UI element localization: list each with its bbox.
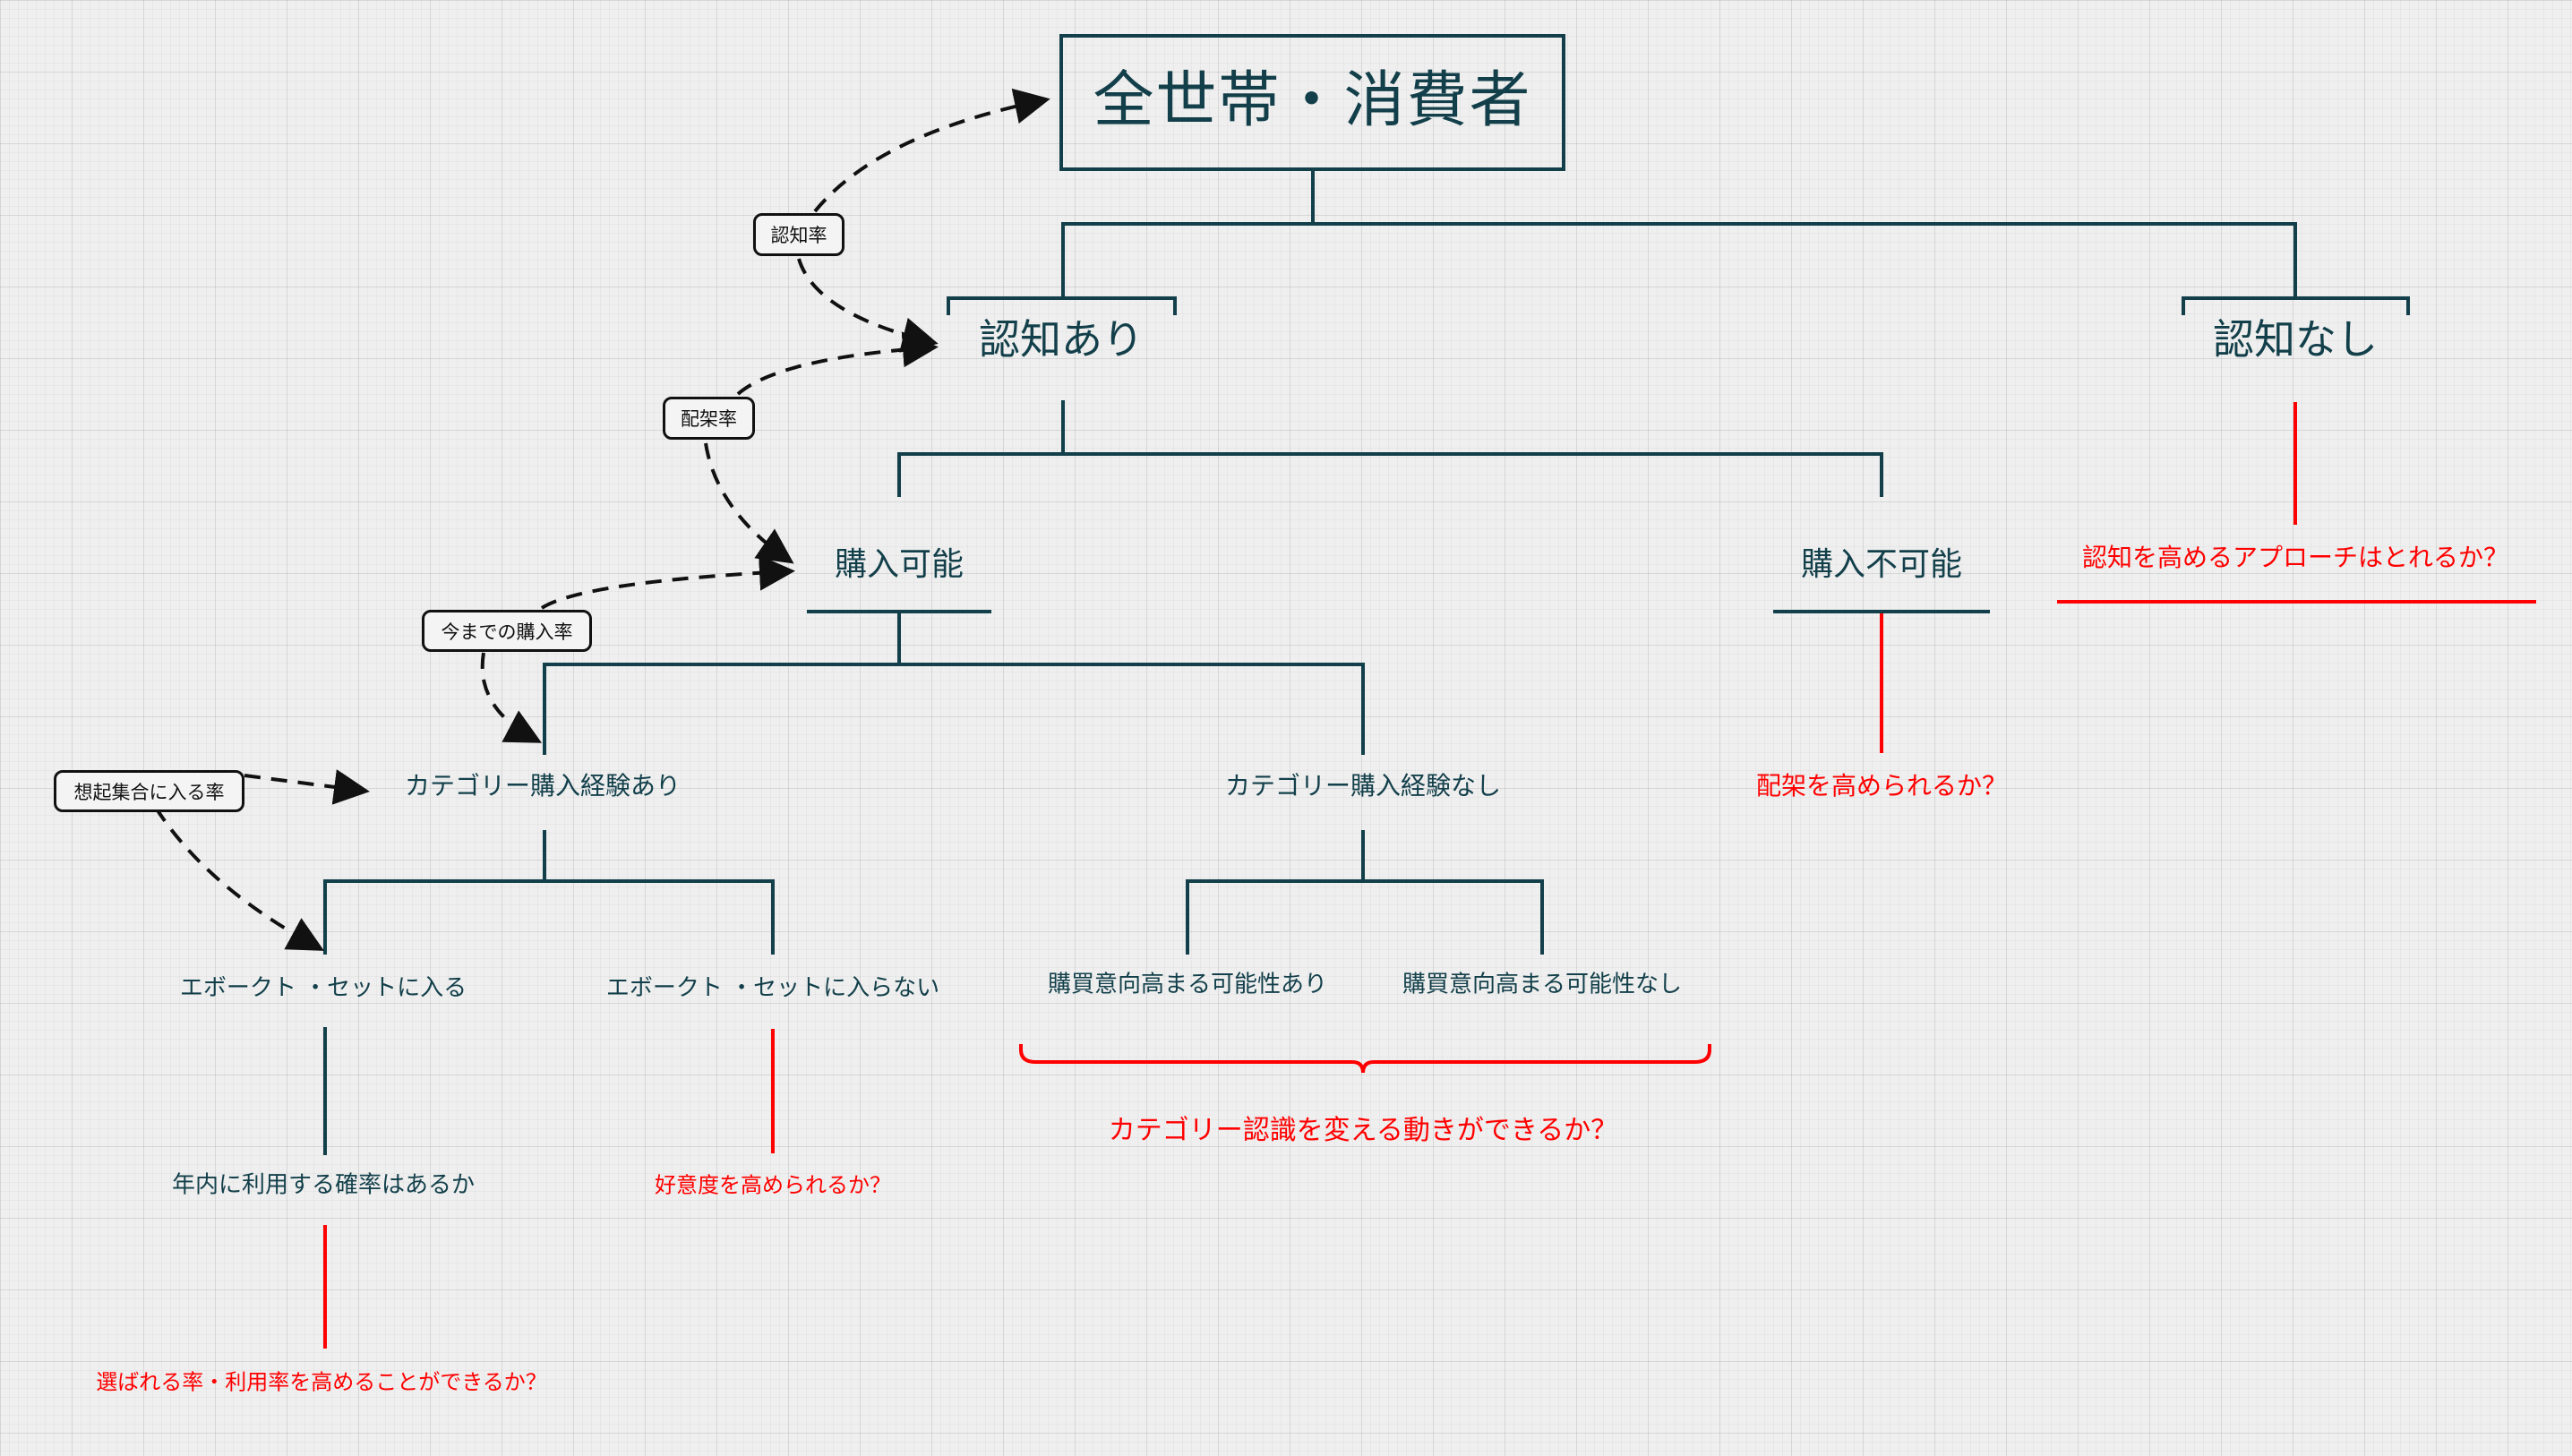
evoked-rate-arrow-right: [244, 769, 370, 805]
node-aware: 認知あり: [979, 315, 1144, 364]
node-purchase-intent-no: 購買意向高まる可能性なし: [1402, 971, 1683, 998]
rate-box-evoked-set: 想起集合に入る率: [54, 770, 244, 812]
evoked-rate-arrow-down: [154, 806, 325, 951]
rate-label-evoked-set: 想起集合に入る率: [73, 781, 225, 803]
distribution-rate-arrow-down: [704, 442, 794, 564]
question-raise-choice-usage: 選ばれる率・利用率を高めることができるか？: [96, 1369, 547, 1395]
category-question-brace: [1019, 1044, 1711, 1074]
rate-label-purchase-to-date: 今までの購入率: [441, 621, 573, 643]
distribution-rate-arrow-up: [736, 331, 939, 396]
rate-label-distribution: 配架率: [681, 408, 737, 430]
question-raise-favorability: 好意度を高められるか？: [655, 1172, 891, 1198]
question-raise-awareness: 認知を高めるアプローチはとれるか？: [2081, 543, 2509, 572]
node-evoked-set-in: エボークト ・セットに入る: [179, 974, 467, 1002]
node-evoked-set-out: エボークト ・セットに入らない: [605, 974, 940, 1002]
rate-box-purchase-to-date: 今までの購入率: [422, 610, 592, 652]
root-title: 全世帯・消費者: [1093, 65, 1532, 136]
node-purchasable: 購入可能: [834, 546, 964, 583]
node-unaware: 認知なし: [2213, 315, 2378, 364]
question-raise-distribution: 配架を高められるか？: [1755, 771, 2008, 801]
root-node: 全世帯・消費者: [1059, 34, 1565, 171]
question-change-category-perception: カテゴリー認識を変える動きができるか？: [1108, 1115, 1618, 1146]
node-purchase-intent-yes: 購買意向高まる可能性あり: [1047, 971, 1328, 998]
node-use-this-year: 年内に利用する確率はあるか: [171, 1171, 476, 1199]
purchase-rate-arrow-up: [540, 554, 795, 610]
rate-box-awareness: 認知率: [753, 213, 844, 256]
unaware-bracket: [2182, 296, 2410, 315]
node-category-experience-yes: カテゴリー購入経験あり: [404, 771, 682, 801]
rate-box-distribution: 配架率: [663, 397, 755, 440]
node-not-purchasable: 購入不可能: [1800, 546, 1963, 583]
awareness-rate-arrow-up: [813, 88, 1050, 213]
node-category-experience-no: カテゴリー購入経験なし: [1224, 771, 1502, 801]
purchase-rate-arrow-down: [480, 652, 543, 743]
aware-bracket: [947, 296, 1177, 315]
awareness-rate-arrow-down: [797, 258, 939, 353]
rate-label-awareness: 認知率: [770, 225, 827, 246]
